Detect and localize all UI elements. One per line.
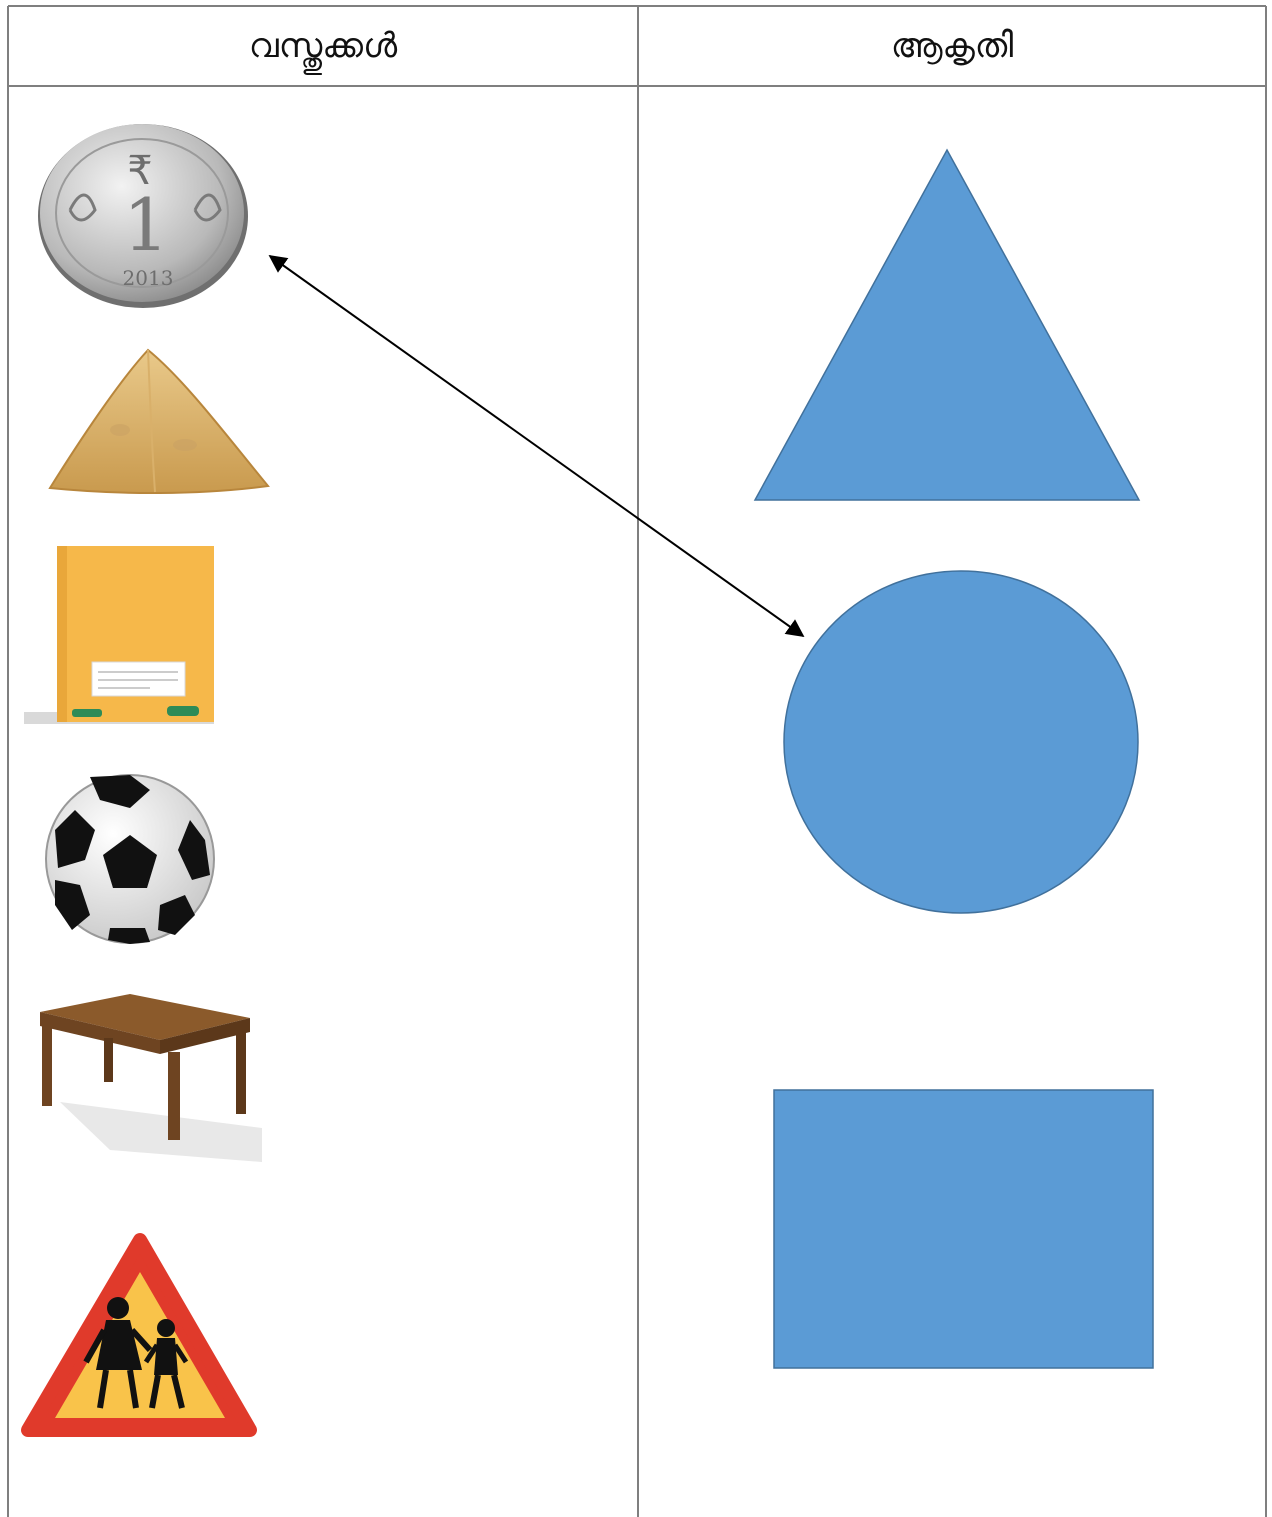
coin-image: ₹ 1 2013 bbox=[38, 124, 248, 308]
header-objects: വസ്തുക്കൾ bbox=[248, 26, 398, 66]
football-image bbox=[45, 774, 215, 944]
notebook-image bbox=[24, 546, 214, 724]
coin-symbol: ₹ bbox=[127, 148, 152, 194]
samosa-image bbox=[48, 348, 270, 495]
triangle-shape bbox=[753, 148, 1141, 501]
coin-year: 2013 bbox=[123, 266, 174, 290]
coin-value: 1 bbox=[123, 183, 169, 267]
match-arrow bbox=[268, 254, 805, 638]
table-image bbox=[40, 994, 262, 1162]
rectangle-shape bbox=[773, 1089, 1154, 1369]
header-shapes: ആകൃതി bbox=[890, 26, 1014, 66]
school-crossing-sign-image bbox=[21, 1233, 257, 1437]
circle-shape bbox=[783, 570, 1139, 914]
